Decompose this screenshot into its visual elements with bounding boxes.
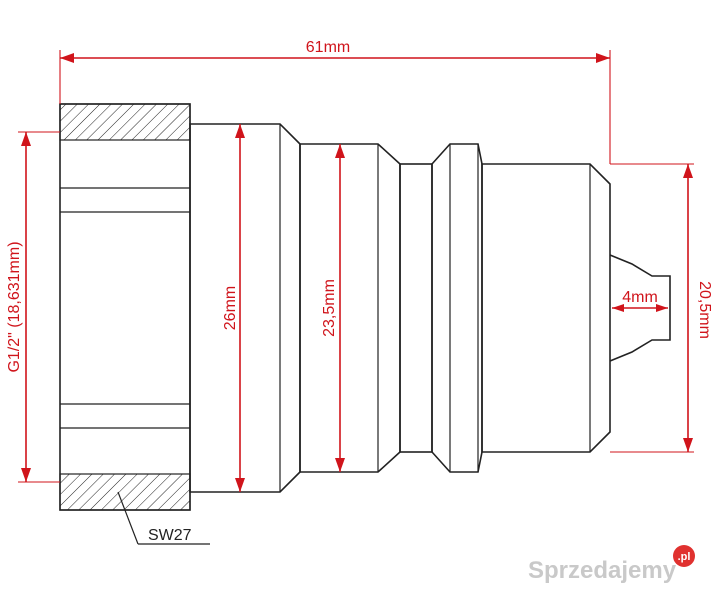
label-wrench-size: SW27 bbox=[148, 527, 192, 544]
watermark-text: Sprzedajemy bbox=[528, 557, 677, 584]
watermark-badge bbox=[673, 545, 695, 567]
hex-nut-section bbox=[59, 103, 191, 511]
thread-hatch-top bbox=[59, 103, 191, 141]
label-groove-diameter: 23,5mm bbox=[321, 279, 338, 337]
locking-ring bbox=[431, 143, 483, 473]
front-body bbox=[481, 163, 611, 453]
neck bbox=[399, 163, 433, 453]
wrench-size-callout: SW27 bbox=[117, 491, 210, 545]
part-outline bbox=[59, 103, 671, 511]
watermark: Sprzedajemy .pl bbox=[528, 545, 695, 584]
label-body-diameter: 26mm bbox=[222, 286, 239, 330]
label-overall-length: 61mm bbox=[306, 39, 350, 56]
label-tip-width: 4mm bbox=[622, 289, 658, 306]
watermark-badge-text: .pl bbox=[678, 551, 691, 563]
label-end-diameter: 20,5mm bbox=[696, 281, 713, 339]
valve-tip bbox=[609, 254, 671, 362]
body-shoulder bbox=[189, 123, 301, 493]
dimension-lines bbox=[18, 50, 694, 492]
thread-hatch-bottom bbox=[59, 473, 191, 511]
label-thread: G1/2" (18,631mm) bbox=[6, 241, 23, 372]
body-groove-section bbox=[299, 143, 401, 473]
